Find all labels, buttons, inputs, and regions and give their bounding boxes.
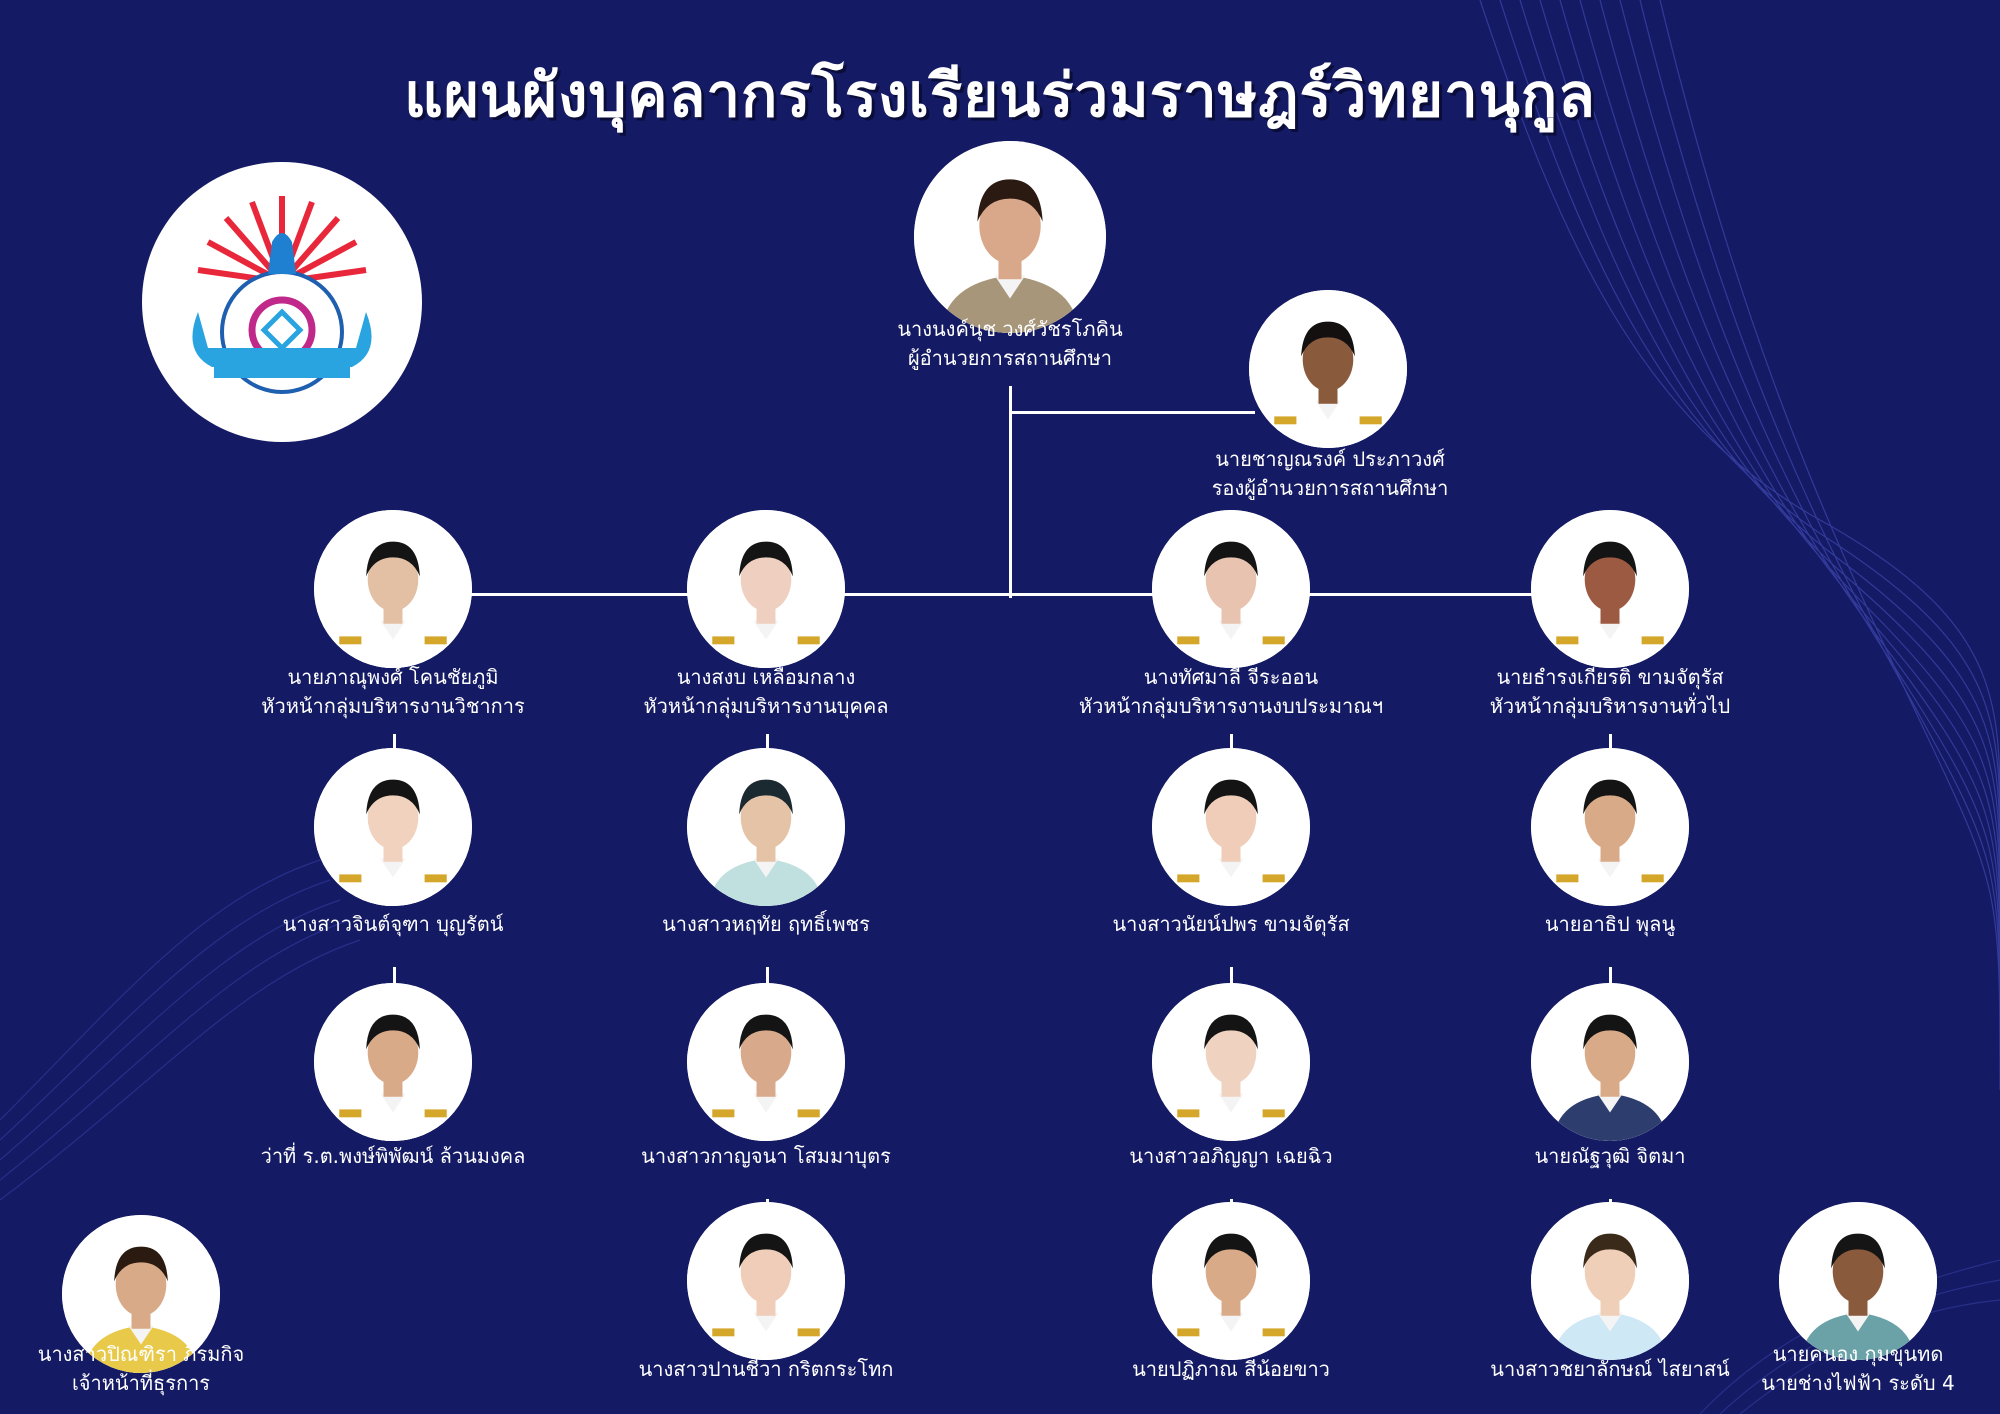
person-name: นางสาวหฤทัย ฤทธิ์เพชร — [662, 912, 870, 936]
school-emblem-icon — [192, 196, 372, 394]
person-name: นางทัศมาลี จีระออน — [1143, 665, 1319, 689]
person-name: นางสาวกาญจนา โสมมาบุตร — [641, 1144, 891, 1168]
general-head-photo — [1531, 510, 1689, 668]
person-name: นายคนอง กุมขุนทด — [1772, 1342, 1944, 1366]
general-staff-3-photo — [1531, 1202, 1689, 1360]
personnel-column-line-1 — [766, 734, 769, 756]
person-name: ว่าที่ ร.ต.พงษ์พิพัฒน์ ล้วนมงคล — [260, 1144, 526, 1168]
person-name: นางสาวปานชีวา กริตกระโทก — [638, 1357, 894, 1381]
person-silhouette-icon — [1531, 510, 1689, 668]
person-silhouette-icon — [1531, 748, 1689, 906]
deputy-photo — [1249, 290, 1407, 448]
general-staff-1-label: นายอาธิป พุลนู — [1450, 910, 1770, 939]
budget-column-line-2 — [1230, 967, 1233, 995]
budget-staff-2-label: นางสาวอภิญญา เฉยฉิว — [1071, 1142, 1391, 1171]
person-silhouette-icon — [314, 510, 472, 668]
director-trunk-line — [1009, 386, 1012, 598]
person-name: นายภาณุพงศ์ โคนชัยภูมิ — [287, 665, 499, 689]
person-silhouette-icon — [687, 748, 845, 906]
person-silhouette-icon — [1152, 748, 1310, 906]
person-role: หัวหน้ากลุ่มบริหารงานงบประมาณฯ — [1078, 694, 1384, 718]
personnel-head-label: นางสงบ เหลื่อมกลางหัวหน้ากลุ่มบริหารงานบ… — [606, 663, 926, 721]
budget-staff-3-label: นายปฏิภาณ สีน้อยขาว — [1071, 1355, 1391, 1384]
budget-head-photo — [1152, 510, 1310, 668]
academic-staff-1-photo — [314, 748, 472, 906]
general-staff-2-photo — [1531, 983, 1689, 1141]
general-staff-3-label: นางสาวชยาลักษณ์ ไสยาสน์ — [1450, 1355, 1770, 1384]
person-name: นางสงบ เหลื่อมกลาง — [676, 665, 856, 689]
director-photo — [914, 141, 1106, 333]
person-role: รองผู้อำนวยการสถานศึกษา — [1211, 476, 1449, 500]
school-logo — [142, 162, 422, 442]
person-name: นางสาวปิณฑิรา ภิรมกิจ — [37, 1342, 245, 1366]
person-silhouette-icon — [1531, 1202, 1689, 1360]
personnel-staff-2-photo — [687, 983, 845, 1141]
person-silhouette-icon — [1249, 290, 1407, 448]
person-silhouette-icon — [1152, 510, 1310, 668]
personnel-staff-2-label: นางสาวกาญจนา โสมมาบุตร — [606, 1142, 926, 1171]
person-role: เจ้าหน้าที่ธุรการ — [71, 1371, 211, 1395]
person-name: นายชาญณรงค์ ประภาวงศ์ — [1215, 447, 1445, 471]
personnel-staff-3-photo — [687, 1202, 845, 1360]
budget-staff-1-label: นางสาวนัยน์ปพร ขามจัตุรัส — [1071, 910, 1391, 939]
person-silhouette-icon — [314, 983, 472, 1141]
budget-staff-1-photo — [1152, 748, 1310, 906]
director-label: นางนงค์นุช วงศ์วัชรโภคินผู้อำนวยการสถานศ… — [860, 315, 1160, 373]
person-name: นายธำรงเกียรติ ขามจัตุรัส — [1496, 665, 1724, 689]
academic-staff-2-label: ว่าที่ ร.ต.พงษ์พิพัฒน์ ล้วนมงคล — [218, 1142, 568, 1171]
budget-column-line-1 — [1230, 734, 1233, 756]
person-silhouette-icon — [914, 141, 1106, 333]
person-name: นางสาวนัยน์ปพร ขามจัตุรัส — [1112, 912, 1350, 936]
person-silhouette-icon — [687, 1202, 845, 1360]
budget-head-label: นางทัศมาลี จีระออนหัวหน้ากลุ่มบริหารงานง… — [1056, 663, 1406, 721]
personnel-column-line-2 — [766, 967, 769, 995]
person-name: นางสาวชยาลักษณ์ ไสยาสน์ — [1490, 1357, 1730, 1381]
person-silhouette-icon — [1531, 983, 1689, 1141]
person-name: นายอาธิป พุลนู — [1544, 912, 1676, 936]
person-role: ผู้อำนวยการสถานศึกษา — [907, 346, 1113, 370]
personnel-staff-1-photo — [687, 748, 845, 906]
academic-column-line-2 — [393, 967, 396, 995]
electrician-label: นายคนอง กุมขุนทดนายช่างไฟฟ้า ระดับ 4 — [1728, 1340, 1988, 1398]
personnel-staff-3-label: นางสาวปานชีวา กริตกระโทก — [606, 1355, 926, 1384]
person-role: นายช่างไฟฟ้า ระดับ 4 — [1761, 1371, 1955, 1395]
person-role: หัวหน้ากลุ่มบริหารงานวิชาการ — [261, 694, 525, 718]
person-silhouette-icon — [1152, 983, 1310, 1141]
clerk-label: นางสาวปิณฑิรา ภิรมกิจเจ้าหน้าที่ธุรการ — [20, 1340, 262, 1398]
general-staff-1-photo — [1531, 748, 1689, 906]
personnel-staff-1-label: นางสาวหฤทัย ฤทธิ์เพชร — [606, 910, 926, 939]
department-heads-line — [466, 593, 1532, 596]
general-head-label: นายธำรงเกียรติ ขามจัตุรัสหัวหน้ากลุ่มบริ… — [1450, 663, 1770, 721]
person-role: หัวหน้ากลุ่มบริหารงานบุคคล — [643, 694, 889, 718]
deputy-label: นายชาญณรงค์ ประภาวงศ์รองผู้อำนวยการสถานศ… — [1175, 445, 1485, 503]
person-silhouette-icon — [1152, 1202, 1310, 1360]
person-name: นางสาวอภิญญา เฉยฉิว — [1129, 1144, 1333, 1168]
page-title: แผนผังบุคลากรโรงเรียนร่วมราษฎร์วิทยานุกู… — [404, 61, 1596, 131]
electrician-photo — [1779, 1202, 1937, 1360]
academic-staff-2-photo — [314, 983, 472, 1141]
general-column-line-2 — [1609, 967, 1612, 995]
person-silhouette-icon — [62, 1215, 220, 1373]
personnel-head-photo — [687, 510, 845, 668]
academic-column-line-1 — [393, 734, 396, 756]
person-name: นางนงค์นุช วงศ์วัชรโภคิน — [897, 317, 1123, 341]
academic-head-label: นายภาณุพงศ์ โคนชัยภูมิหัวหน้ากลุ่มบริหาร… — [233, 663, 553, 721]
budget-staff-2-photo — [1152, 983, 1310, 1141]
academic-head-photo — [314, 510, 472, 668]
person-name: นางสาวจินต์จุฑา บุญรัตน์ — [282, 912, 504, 936]
general-staff-2-label: นายณัฐวุฒิ จิตมา — [1450, 1142, 1770, 1171]
general-column-line-1 — [1609, 734, 1612, 756]
person-silhouette-icon — [314, 748, 472, 906]
clerk-photo — [62, 1215, 220, 1373]
person-name: นายปฏิภาณ สีน้อยขาว — [1132, 1357, 1330, 1381]
academic-staff-1-label: นางสาวจินต์จุฑา บุญรัตน์ — [233, 910, 553, 939]
person-silhouette-icon — [687, 510, 845, 668]
deputy-connector-line — [1010, 411, 1255, 414]
person-role: หัวหน้ากลุ่มบริหารงานทั่วไป — [1489, 694, 1731, 718]
person-silhouette-icon — [1779, 1202, 1937, 1360]
person-silhouette-icon — [687, 983, 845, 1141]
budget-staff-3-photo — [1152, 1202, 1310, 1360]
person-name: นายณัฐวุฒิ จิตมา — [1534, 1144, 1686, 1168]
